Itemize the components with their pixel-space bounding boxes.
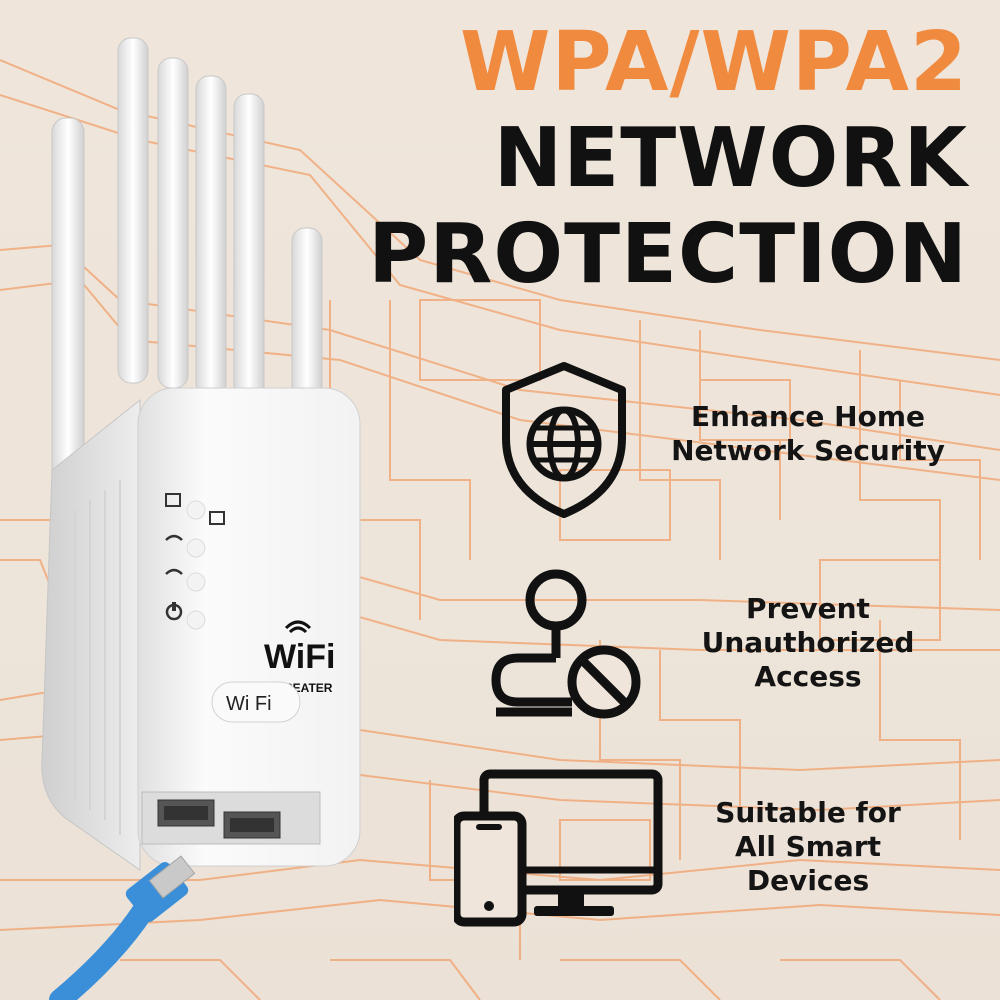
antenna-5 <box>233 93 265 415</box>
devices-icon <box>454 769 663 927</box>
ethernet-ports <box>141 791 321 845</box>
wps-button: Wi Fi <box>211 681 301 723</box>
headline: WPA/WPA2 NETWORK PROTECTION <box>368 22 968 296</box>
antenna-4 <box>195 75 227 397</box>
feature-security-line-1: Enhance Home <box>691 400 925 433</box>
feature-devices-line-3: Devices <box>746 864 870 897</box>
shield-globe-icon <box>502 362 626 518</box>
ethernet-cable <box>49 855 196 1000</box>
feature-security-line-2: Network Security <box>671 434 945 467</box>
feature-devices-line-1: Suitable for <box>715 796 901 829</box>
antenna-3 <box>157 57 189 389</box>
feature-devices-line-2: All Smart <box>734 830 882 863</box>
headline-line-2: NETWORK <box>493 111 968 206</box>
feature-access: Prevent Unauthorized Access <box>680 592 936 694</box>
user-blocked-icon <box>491 569 641 719</box>
headline-line-1: WPA/WPA2 <box>460 15 968 110</box>
wifi-repeater-image: WiFi REPEATER Wi Fi <box>41 37 361 1000</box>
feature-security: Enhance Home Network Security <box>660 400 956 468</box>
wps-button-label: Wi Fi <box>226 693 272 715</box>
feature-access-line-3: Access <box>754 660 862 693</box>
feature-access-line-2: Unauthorized <box>701 626 915 659</box>
status-leds <box>165 493 225 630</box>
headline-line-3: PROTECTION <box>368 207 968 302</box>
antenna-2 <box>117 37 149 384</box>
feature-access-line-1: Prevent <box>746 592 870 625</box>
feature-devices: Suitable for All Smart Devices <box>690 796 926 898</box>
brand-label: WiFi <box>264 638 335 676</box>
